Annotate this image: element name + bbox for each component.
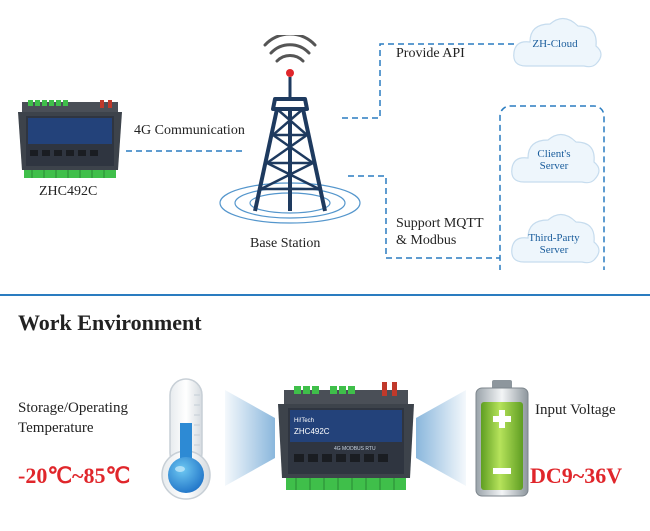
- voltage-range: DC9~36V: [530, 463, 623, 488]
- base-station-label: Base Station: [250, 236, 321, 251]
- cloud-client-label-2: Server: [539, 160, 569, 172]
- section-heading: Work Environment: [18, 310, 202, 335]
- support-label-1: Support MQTT: [396, 216, 484, 231]
- light-beam-left: [225, 390, 275, 486]
- cloud-third-icon: [511, 213, 600, 264]
- connector-lines: [342, 43, 605, 270]
- device-subtitle: 4G MODBUS RTU: [334, 446, 376, 452]
- cloud-client-label-1: Client's: [537, 148, 571, 160]
- cloud-third-label-1: Third-Party: [528, 232, 580, 244]
- temp-label-1: Storage/Operating: [18, 400, 128, 416]
- device-brand: Hi!Tech: [294, 418, 314, 424]
- support-label-2: & Modbus: [396, 233, 457, 248]
- rtu-device-center: Hi!Tech ZHC492C 4G MODBUS RTU: [278, 382, 414, 490]
- provide-api-label: Provide API: [396, 46, 465, 61]
- thermometer-icon: [161, 378, 211, 500]
- cloud-zh-icon: [513, 17, 602, 68]
- battery-icon: [475, 380, 529, 497]
- device-label: ZHC492C: [39, 184, 98, 199]
- temp-range: -20℃~85℃: [18, 463, 131, 488]
- section-divider: [0, 294, 650, 296]
- cloud-zh-label: ZH-Cloud: [532, 38, 578, 50]
- light-beam-right: [416, 390, 466, 486]
- voltage-label: Input Voltage: [535, 402, 616, 418]
- temp-label-2: Temperature: [18, 420, 94, 436]
- link-label-4g: 4G Communication: [134, 123, 245, 138]
- cloud-third-label-2: Server: [539, 244, 569, 256]
- base-station-icon: [219, 35, 361, 224]
- device-model: ZHC492C: [294, 427, 330, 436]
- cloud-client-icon: [511, 133, 600, 184]
- rtu-device-top: [18, 100, 122, 178]
